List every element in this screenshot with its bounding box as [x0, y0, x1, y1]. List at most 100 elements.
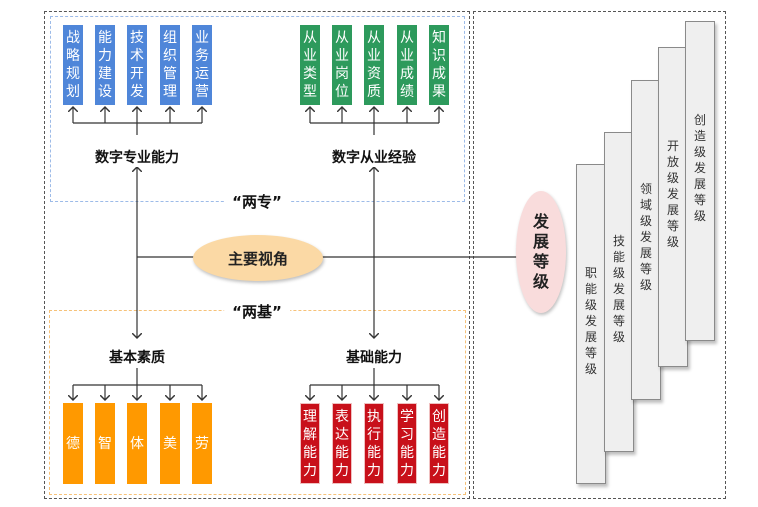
label-char: 理: [163, 84, 177, 100]
label-char: 展: [639, 246, 652, 260]
label-char: 发: [639, 230, 652, 244]
label-char: 能: [400, 444, 414, 461]
label-char: 技: [612, 234, 625, 248]
main-perspective-node: 主要视角: [193, 235, 323, 281]
label-char: 级: [639, 214, 652, 228]
label-char: 德: [66, 435, 80, 452]
label-char: 等: [666, 219, 679, 233]
label-char: 体: [130, 435, 144, 452]
left-panel-frame: [44, 11, 470, 499]
ability-item: 执行能力: [364, 403, 384, 484]
label-char: 业: [303, 48, 317, 64]
label-char: 级: [666, 171, 679, 185]
label-char: 绩: [400, 84, 414, 100]
label-char: 力: [98, 48, 112, 64]
label-char: 业: [367, 48, 381, 64]
experience-item: 知识成果: [429, 25, 449, 105]
label-char: 运: [195, 66, 209, 82]
label-char: 业: [400, 48, 414, 64]
label-char: 行: [367, 426, 381, 443]
label-char: 等: [639, 262, 652, 276]
label-char: 略: [66, 48, 80, 64]
label-char: 习: [400, 426, 414, 443]
label-char: 职: [584, 266, 597, 280]
career-experience-title: 数字从业经验: [330, 147, 418, 167]
ability-item: 表达能力: [332, 403, 352, 484]
label-char: 组: [163, 30, 177, 46]
experience-item: 从业资质: [364, 25, 384, 105]
level-step-3: 领域级发展等级: [631, 80, 661, 400]
basic-qualities-title: 基本素质: [107, 347, 167, 367]
ability-item: 理解能力: [300, 403, 320, 484]
label-char: 开: [130, 66, 144, 82]
ability-item: 学习能力: [397, 403, 417, 484]
main-perspective-label: 主要视角: [227, 249, 288, 268]
label-char: 营: [195, 84, 209, 100]
ability-item: 创造能力: [429, 403, 449, 484]
label-char: 造: [432, 426, 446, 443]
label-char: 造: [693, 129, 706, 143]
label-char: 能: [98, 30, 112, 46]
two-foundations-label: “两基”: [224, 301, 290, 322]
label-char: 级: [584, 362, 597, 376]
label-char: 展: [693, 177, 706, 191]
label-char: 业: [195, 30, 209, 46]
label-char: 能: [612, 250, 625, 264]
label-char: 力: [303, 462, 317, 479]
label-char: 表: [335, 408, 349, 425]
label-char: 力: [335, 462, 349, 479]
professional-item: 技术开发: [127, 25, 147, 105]
label-char: 展: [584, 330, 597, 344]
label-char: 力: [432, 462, 446, 479]
label-char: 级: [584, 298, 597, 312]
professional-ability-title: 数字专业能力: [93, 147, 181, 167]
label-char: 放: [666, 155, 679, 169]
label-char: 资: [367, 66, 381, 82]
label-char: 类: [303, 66, 317, 82]
level-step-1: 职能级发展等级: [576, 164, 606, 484]
label-char: 成: [432, 66, 446, 82]
label-char: 划: [66, 84, 80, 100]
level-step-4: 开放级发展等级: [658, 47, 688, 367]
label-char: 等: [584, 346, 597, 360]
experience-item: 从业岗位: [332, 25, 352, 105]
label-char: 级: [612, 266, 625, 280]
label-char: 建: [98, 66, 112, 82]
label-char: 劳: [195, 435, 209, 452]
label-char: 能: [335, 444, 349, 461]
label-char: 学: [400, 408, 414, 425]
quality-item: 德: [63, 403, 83, 484]
label-char: 开: [666, 139, 679, 153]
quality-item: 美: [160, 403, 180, 484]
label-char: 质: [367, 84, 381, 100]
label-char: 发: [532, 212, 549, 231]
basic-abilities-title: 基础能力: [344, 347, 404, 367]
label-char: 展: [532, 232, 549, 251]
label-char: 识: [432, 48, 446, 64]
label-char: 领: [639, 182, 652, 196]
label-char: 规: [66, 66, 80, 82]
level-step-5: 创造级发展等级: [685, 21, 715, 341]
label-char: 发: [693, 161, 706, 175]
label-char: 能: [303, 444, 317, 461]
label-char: 从: [367, 30, 381, 46]
label-char: 级: [532, 272, 549, 291]
label-char: 展: [612, 298, 625, 312]
professional-item: 业务运营: [192, 25, 212, 105]
label-char: 岗: [335, 66, 349, 82]
experience-item: 从业类型: [300, 25, 320, 105]
label-char: 执: [367, 408, 381, 425]
label-char: 能: [432, 444, 446, 461]
label-char: 位: [335, 84, 349, 100]
label-char: 术: [130, 48, 144, 64]
label-char: 果: [432, 84, 446, 100]
label-char: 等: [612, 314, 625, 328]
label-char: 等: [532, 252, 549, 271]
label-char: 力: [367, 462, 381, 479]
two-specialties-label: “两专”: [224, 191, 290, 212]
label-char: 级: [693, 145, 706, 159]
label-char: 解: [303, 426, 317, 443]
label-char: 发: [666, 187, 679, 201]
quality-item: 劳: [192, 403, 212, 484]
